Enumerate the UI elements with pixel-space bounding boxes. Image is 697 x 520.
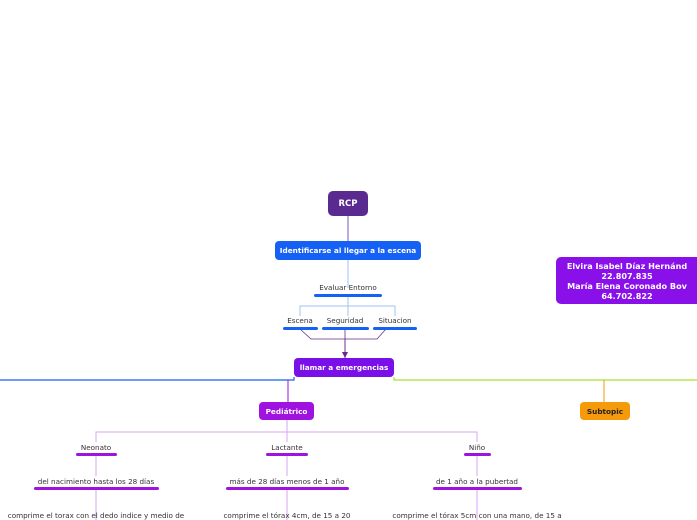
- age-range-underline: [433, 487, 522, 490]
- age-group-range[interactable]: del nacimiento hasta los 28 días: [37, 477, 155, 486]
- relationship-arrowhead: [342, 352, 348, 358]
- connector-pediatric-groups: [95, 420, 478, 442]
- age-group-underline: [266, 453, 308, 456]
- age-group-detail[interactable]: comprime el torax con el dedo indice y m…: [7, 511, 185, 520]
- connector-call-right-branch: [393, 377, 697, 381]
- root-topic-rcp[interactable]: RCP: [328, 191, 368, 216]
- topic-call-emergency[interactable]: llamar a emergencias: [294, 358, 394, 377]
- age-group-label[interactable]: Niño: [468, 443, 486, 452]
- topic-subtopic[interactable]: Subtopic: [580, 402, 630, 420]
- age-range-underline: [34, 487, 159, 490]
- age-group-detail[interactable]: comprime el tórax 5cm con una mano, de 1…: [392, 511, 562, 520]
- author-2-name: María Elena Coronado Bov: [567, 280, 687, 291]
- age-group-range[interactable]: de 1 año a la pubertad: [436, 477, 518, 486]
- age-group-label[interactable]: Neonato: [80, 443, 112, 452]
- topic-pediatric[interactable]: Pediátrico: [259, 402, 314, 420]
- subtopic-situacion-underline: [373, 327, 417, 330]
- topic-evaluate[interactable]: Evaluar Entorno: [319, 283, 377, 292]
- topic-evaluate-underline: [314, 294, 382, 297]
- age-group-label[interactable]: Lactante: [271, 443, 303, 452]
- connector-evaluate-children: [299, 297, 396, 316]
- authors-floating-topic[interactable]: Elvira Isabel Díaz Hernánd 22.807.835 Ma…: [556, 257, 697, 304]
- relationship-escena-call: [299, 328, 346, 358]
- age-group-underline: [464, 453, 491, 456]
- age-group-detail[interactable]: comprime el tórax 4cm, de 15 a 20: [223, 511, 351, 520]
- subtopic-situacion[interactable]: Situacion: [378, 316, 412, 325]
- age-range-underline: [226, 487, 349, 490]
- author-2-id: 64.702.822: [601, 290, 653, 301]
- subtopic-seguridad-underline: [322, 327, 369, 330]
- topic-identify[interactable]: Identificarse al llegar a la escena: [275, 241, 421, 260]
- age-group-range[interactable]: más de 28 días menos de 1 año: [229, 477, 345, 486]
- subtopic-seguridad[interactable]: Seguridad: [326, 316, 364, 325]
- relationship-situacion-call: [345, 328, 387, 340]
- author-1-id: 22.807.835: [601, 270, 653, 281]
- subtopic-escena[interactable]: Escena: [287, 316, 313, 325]
- connector-call-left-branch: [0, 377, 295, 381]
- author-1-name: Elvira Isabel Díaz Hernánd: [566, 260, 688, 271]
- subtopic-escena-underline: [283, 327, 318, 330]
- age-group-underline: [76, 453, 117, 456]
